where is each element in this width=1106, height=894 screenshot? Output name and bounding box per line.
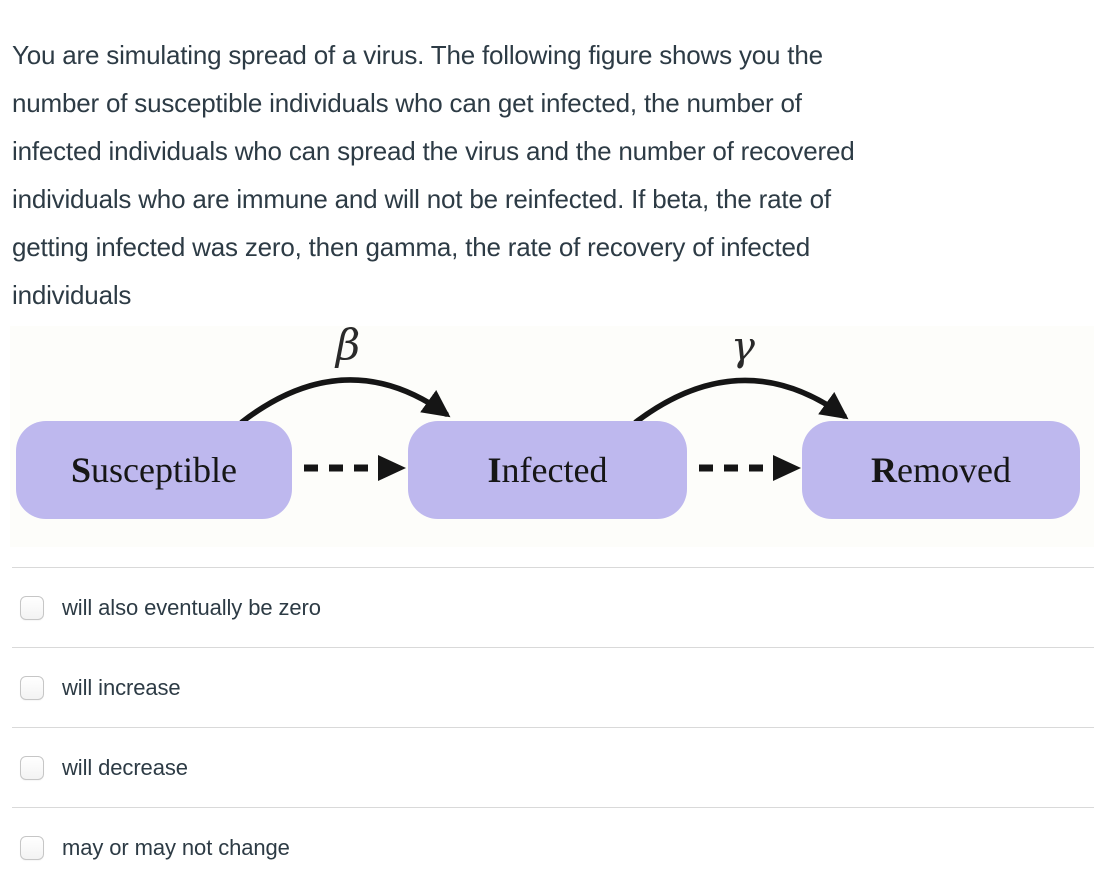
- gamma-arc-arrow: [633, 377, 849, 425]
- answer-option-2[interactable]: will increase: [12, 647, 1094, 727]
- beta-rate-label: β: [335, 320, 361, 369]
- diagram-arrows: [239, 377, 849, 481]
- dashed-arrowhead-s-to-i: [378, 455, 406, 481]
- answer-options: will also eventually be zero will increa…: [0, 567, 1106, 887]
- node-removed-label: Removed: [871, 450, 1011, 490]
- gamma-rate-label: γ: [731, 324, 755, 370]
- answer-checkbox-2[interactable]: [20, 675, 44, 700]
- answer-option-1-label: will also eventually be zero: [62, 594, 321, 620]
- dashed-arrowhead-i-to-r: [773, 455, 801, 481]
- answer-option-1[interactable]: will also eventually be zero: [12, 567, 1094, 647]
- answer-option-3[interactable]: will decrease: [12, 727, 1094, 807]
- answer-option-2-label: will increase: [62, 674, 181, 700]
- answer-option-3-label: will decrease: [62, 754, 188, 780]
- sir-diagram: β γ Susceptible Infected Removed: [10, 320, 1094, 547]
- answer-option-4[interactable]: may or may not change: [12, 807, 1094, 887]
- answer-checkbox-3[interactable]: [20, 755, 44, 780]
- node-infected: Infected: [408, 421, 687, 519]
- answer-checkbox-1[interactable]: [20, 595, 44, 620]
- answer-checkbox-4[interactable]: [20, 835, 44, 860]
- node-removed: Removed: [802, 421, 1080, 519]
- node-infected-label: Infected: [487, 450, 608, 490]
- question-text: You are simulating spread of a virus. Th…: [12, 40, 855, 310]
- beta-arc-arrow: [239, 377, 451, 425]
- answer-option-4-label: may or may not change: [62, 834, 290, 860]
- node-susceptible: Susceptible: [16, 421, 292, 519]
- node-susceptible-label: Susceptible: [71, 450, 237, 490]
